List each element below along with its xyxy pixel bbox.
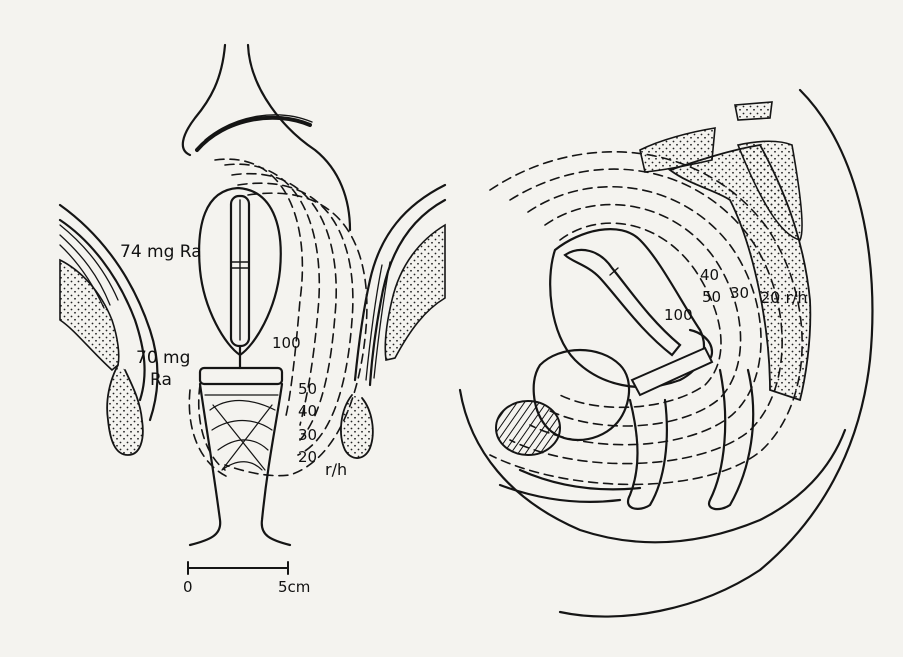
uterine-tandem [565, 250, 680, 355]
perineum-web [205, 395, 278, 470]
source-label-upper: 74 mg Ra [120, 244, 202, 261]
isodose-label-40-left: 40 [298, 404, 317, 419]
source-label-lower-line1: 70 mg [136, 350, 190, 367]
scale-label-start: 0 [183, 580, 193, 595]
left-ischium [107, 365, 143, 455]
scale-label-end: 5cm [278, 580, 310, 595]
isodose-unit-left: r/h [325, 462, 347, 478]
isodose-label-50-left: 50 [298, 382, 317, 397]
isodose-label-30-left: 30 [298, 428, 317, 443]
vaginal-wall [628, 400, 667, 509]
isodose-label-50-right: 50 [702, 290, 721, 305]
isodose-label-20-left: 20 [298, 450, 317, 465]
isodose-label-100-left: 100 [272, 336, 301, 351]
right-ilium-stipple [385, 225, 445, 360]
scale-bar [188, 562, 288, 574]
left-ilium-stipple [60, 260, 119, 370]
isodose-label-40-right: 40 [700, 268, 719, 283]
sacral-vertebra-2 [735, 102, 772, 120]
right-sagittal-view [460, 90, 872, 617]
perineal-contour [500, 470, 640, 502]
source-label-lower-line2: Ra [150, 372, 172, 389]
rectal-wall [709, 370, 753, 509]
right-ischium [341, 395, 373, 458]
isodose-label-100-right: 100 [664, 308, 693, 323]
left-coronal-view [60, 45, 445, 574]
isodose-label-20-right: 20 r/h [760, 290, 808, 306]
ovoid-applicator [200, 368, 282, 384]
isodose-label-30-right: 30 [730, 286, 749, 301]
vaginal-canal [190, 384, 290, 545]
